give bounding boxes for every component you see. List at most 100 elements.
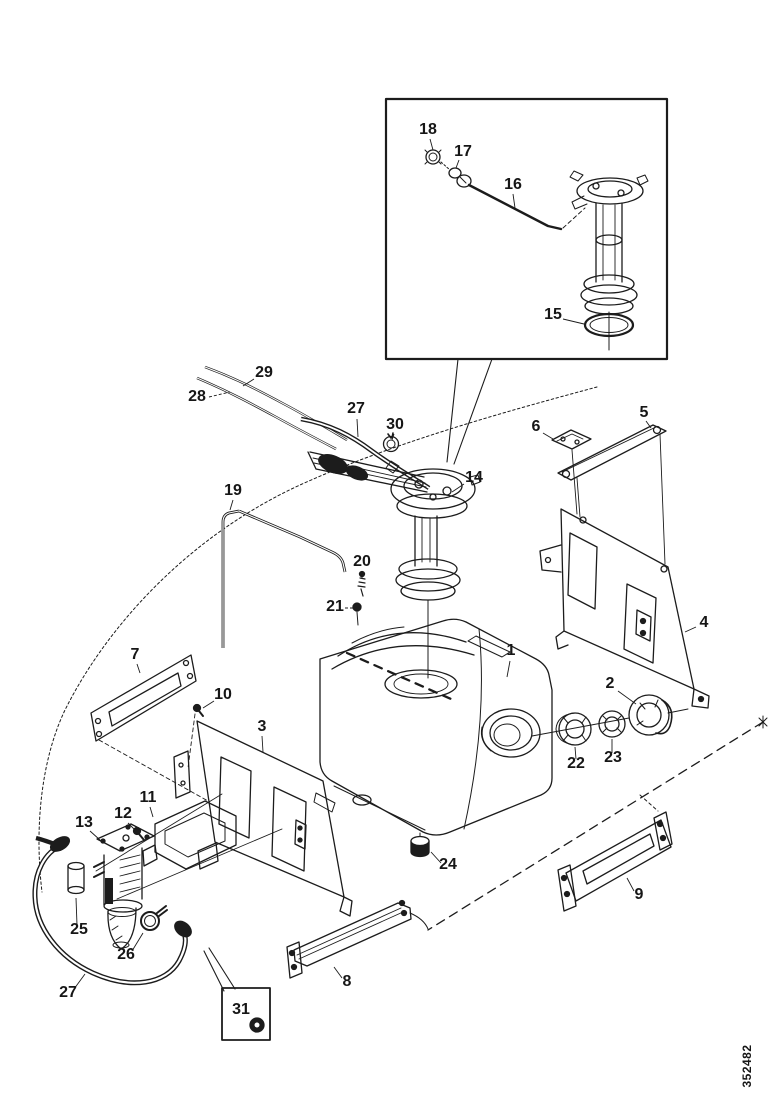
callout-16: 16 — [504, 176, 522, 193]
callout-leader-1 — [506, 660, 511, 678]
callout-27: 27 — [59, 984, 77, 1001]
callout-leader-6 — [542, 432, 554, 440]
inset-connector-17 — [448, 167, 472, 188]
inset-oring-15 — [583, 312, 635, 338]
detail-box-31 — [203, 947, 271, 1041]
vent-hose-28 — [196, 376, 337, 451]
pump-assembly-14 — [307, 451, 481, 679]
callout-leader-14 — [451, 483, 465, 493]
callout-leader-25 — [75, 897, 78, 926]
callout-leader-19 — [229, 499, 234, 511]
callout-13: 13 — [75, 814, 93, 831]
group-boundary-arc — [38, 386, 598, 893]
callout-14: 14 — [465, 469, 483, 486]
callout-1: 1 — [507, 642, 516, 659]
callout-leader-4 — [684, 626, 697, 633]
callout-leader-27 — [73, 973, 86, 990]
callout-leader-28 — [208, 391, 231, 398]
callout-leader-27 — [356, 418, 359, 438]
clip-6 — [551, 429, 592, 450]
callout-8: 8 — [343, 973, 352, 990]
vent-hose-29 — [204, 365, 348, 442]
callout-leader-10 — [202, 700, 215, 709]
callout-leader-5 — [645, 420, 652, 429]
fuel-hose-27-lower — [32, 835, 192, 986]
callout-11: 11 — [140, 789, 157, 806]
callout-7: 7 — [131, 646, 140, 663]
callout-30: 30 — [386, 416, 404, 433]
callout-2: 2 — [606, 675, 615, 692]
fuel-line-19 — [221, 509, 347, 648]
callout-10: 10 — [214, 686, 232, 703]
alignment-lines — [95, 433, 666, 900]
callout-31: 31 — [232, 1001, 250, 1018]
inset-pump-module — [569, 170, 649, 351]
fuel-cap-2 — [628, 694, 673, 736]
callout-leader-16 — [512, 193, 516, 209]
callout-25: 25 — [70, 921, 88, 938]
callout-19: 19 — [224, 482, 242, 499]
callout-27: 27 — [347, 400, 365, 417]
callout-15: 15 — [544, 306, 562, 323]
inset-cap-nut-18 — [424, 149, 451, 171]
clamp-30 — [382, 432, 400, 453]
callout-20: 20 — [353, 553, 371, 570]
fuel-tank-1 — [313, 618, 553, 841]
mount-plate-7 — [90, 654, 197, 742]
callout-22: 22 — [567, 755, 585, 772]
callout-leader-30 — [391, 433, 395, 441]
screw-20 — [357, 570, 366, 597]
callout-26: 26 — [117, 946, 135, 963]
callout-3: 3 — [258, 718, 267, 735]
filter-assembly-13 — [93, 823, 155, 950]
callout-leader-24 — [430, 851, 442, 864]
inset-wire-rod-16 — [467, 183, 586, 231]
channel-bracket-8 — [286, 899, 429, 979]
callout-leader-11 — [149, 806, 154, 818]
filter-element-25 — [67, 861, 85, 895]
callout-12: 12 — [114, 805, 132, 822]
callout-leader-18 — [429, 138, 434, 151]
callout-leader-22 — [574, 746, 577, 760]
gasket-23 — [598, 710, 626, 738]
callout-24: 24 — [439, 856, 457, 873]
drawing-number: 352482 — [740, 1044, 754, 1087]
datum-chain-line — [427, 715, 768, 931]
callout-17: 17 — [454, 143, 472, 160]
callout-leader-8 — [333, 966, 343, 979]
callout-leader-7 — [136, 663, 141, 674]
drain-plug-24 — [410, 835, 430, 858]
callout-leader-2 — [617, 690, 637, 705]
callout-29: 29 — [255, 364, 273, 381]
callout-leader-29 — [242, 378, 255, 387]
callout-18: 18 — [419, 121, 437, 138]
callout-9: 9 — [635, 886, 644, 903]
callout-leader-3 — [261, 735, 264, 753]
mounting-strap-5 — [557, 424, 667, 481]
callout-leader-9 — [626, 877, 635, 892]
callout-28: 28 — [188, 388, 206, 405]
callout-23: 23 — [604, 749, 622, 766]
nut-21 — [352, 602, 362, 626]
callout-5: 5 — [640, 404, 649, 421]
mount-plate-9 — [557, 811, 673, 912]
callout-leader-17 — [455, 159, 460, 169]
side-panel-3 — [173, 720, 353, 917]
strainer-22 — [555, 712, 592, 746]
fuel-hose-27-upper — [300, 416, 431, 490]
callout-6: 6 — [532, 418, 541, 435]
callout-leader-26 — [131, 932, 144, 952]
bracket-11 — [142, 800, 237, 870]
screw-12 — [132, 826, 145, 841]
callout-4: 4 — [700, 614, 709, 631]
callout-leader-12 — [127, 822, 136, 831]
callout-leader-13 — [89, 830, 101, 841]
side-panel-4 — [539, 508, 710, 709]
callout-leader-15 — [562, 318, 585, 325]
screw-10 — [192, 703, 204, 717]
hose-clamp-26 — [140, 905, 168, 931]
inset-detail-box — [384, 97, 669, 465]
